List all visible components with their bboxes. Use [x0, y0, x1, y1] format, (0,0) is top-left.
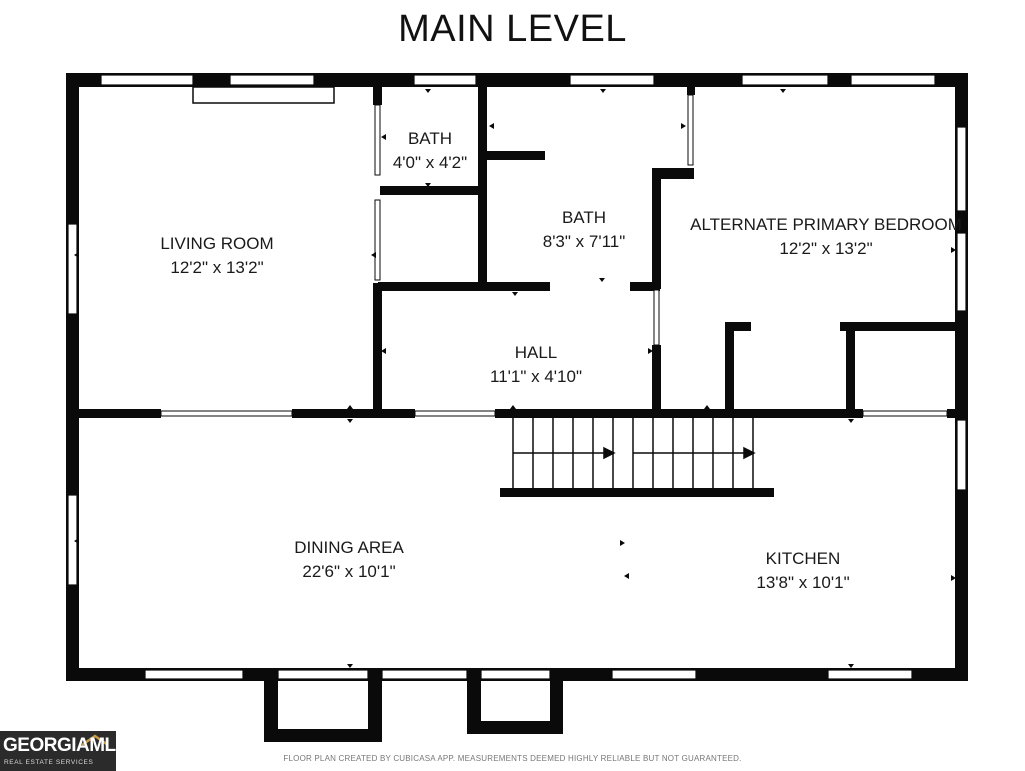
room-dims: 13'8" x 10'1" [756, 573, 850, 592]
room-dims: 12'2" x 13'2" [779, 239, 873, 258]
wall-bath2-stub [485, 151, 545, 160]
interior-openings [160, 94, 948, 417]
room-dims: 8'3" x 7'11" [542, 232, 626, 251]
wall-living-dining-b [292, 409, 415, 418]
room-name: LIVING ROOM [160, 234, 274, 253]
footer-disclaimer: FLOOR PLAN CREATED BY CUBICASA APP. MEAS… [283, 754, 742, 763]
wall-bath2-top-stub [687, 87, 695, 95]
exterior-wall-top [66, 73, 968, 87]
roof-icon [81, 734, 109, 747]
room-bath-large: BATH 8'3" x 7'11" [543, 206, 626, 254]
wall-living-right-upper [373, 87, 382, 105]
room-alternate-primary-bedroom: ALTERNATE PRIMARY BEDROOM 12'2" x 13'2" [690, 213, 962, 261]
room-dims: 22'6" x 10'1" [302, 562, 396, 581]
wall-hall-bottom [495, 409, 863, 418]
wall-living-right-lower [373, 283, 382, 413]
room-name: HALL [514, 343, 558, 362]
interior-walls [79, 87, 958, 497]
wall-bed-bottom-right [947, 409, 957, 418]
bay-right-wall-c [467, 721, 563, 734]
wall-closet-b-vert [846, 322, 855, 413]
bay-right-wall-b [550, 668, 563, 734]
plan-title: MAIN LEVEL [398, 8, 627, 50]
room-dims: 12'2" x 13'2" [170, 258, 264, 277]
wall-hall-top [378, 282, 550, 291]
wall-bath1-right [478, 87, 487, 287]
bay-left-wall-a [264, 668, 278, 742]
wall-living-dining-a [79, 409, 161, 418]
room-hall: HALL 11'1" x 4'10" [490, 341, 582, 389]
door-markers [74, 89, 956, 668]
wall-bath1-bottom [380, 186, 485, 195]
windows [67, 74, 967, 680]
wall-closet-a-vert [725, 322, 734, 413]
room-bath-small: BATH 4'0" x 4'2" [393, 127, 467, 175]
stair-bottom-rail [500, 488, 774, 497]
room-dims: 11'1" x 4'10" [490, 367, 582, 386]
exterior-walls [66, 73, 968, 742]
fireplace-box [192, 86, 335, 104]
bay-left-wall-c [264, 729, 382, 742]
wall-bath2-bedroom-a [652, 168, 661, 289]
room-dining-area: DINING AREA 22'6" x 10'1" [294, 536, 404, 584]
room-name: BATH [407, 129, 453, 148]
logo-name: GEORGIAMLS [3, 735, 128, 756]
room-kitchen: KITCHEN 13'8" x 10'1" [756, 547, 849, 595]
bay-left-wall-b [368, 668, 382, 742]
room-living: LIVING ROOM 12'2" x 13'2" [160, 232, 273, 280]
room-name: ALTERNATE PRIMARY BEDROOM [690, 215, 962, 234]
wall-closet-a-top [725, 322, 751, 331]
wall-hall-top-right [630, 282, 660, 291]
exterior-wall-right [955, 73, 968, 681]
wall-hall-right [652, 345, 661, 413]
room-dims: 4'0" x 4'2" [392, 153, 468, 172]
room-name: BATH [561, 208, 607, 227]
wall-bath2-bedroom-b [652, 168, 694, 179]
georgia-mls-logo: GEORGIAMLS REAL ESTATE SERVICES [0, 731, 128, 771]
room-name: KITCHEN [765, 549, 841, 568]
bay-right-wall-a [467, 668, 481, 734]
wall-closet-b-top [840, 322, 958, 331]
exterior-wall-left [66, 73, 79, 681]
stairs [512, 418, 756, 488]
logo-tagline: REAL ESTATE SERVICES [4, 759, 94, 766]
room-name: DINING AREA [294, 538, 404, 557]
